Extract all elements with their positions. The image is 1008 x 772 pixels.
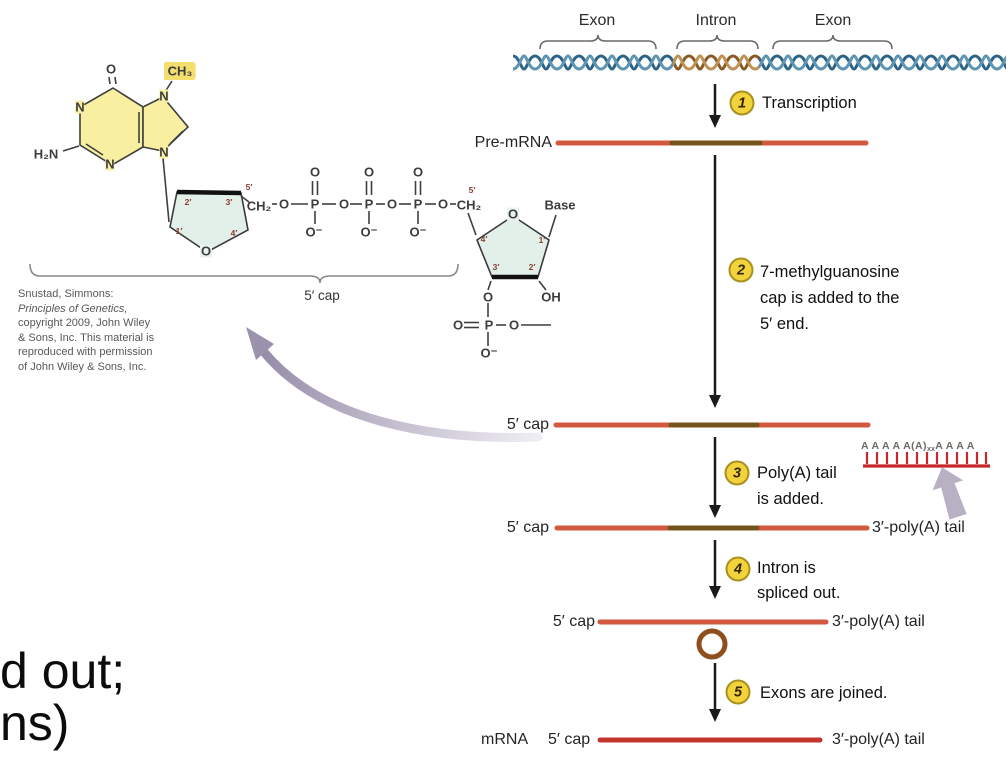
label-pre-mrna: Pre-mRNA (474, 134, 552, 151)
label-5cap-4: 5′ cap (548, 731, 591, 748)
step-2-text: 7-methylguanosine cap is added to the 5′… (760, 259, 899, 337)
label-2prime-sugar1: 2′ (184, 196, 192, 207)
label-4prime-sugar2: 4′ (480, 233, 488, 244)
step-4-badge: 4 (725, 556, 751, 582)
atom-p-beta-o: O (363, 164, 375, 180)
gene-braces (539, 34, 893, 50)
step-5-line: Exons are joined. (760, 684, 888, 702)
label-4prime-sugar1: 4′ (230, 227, 238, 238)
atom-ring-o-sugar1: O (199, 243, 213, 259)
polya-seq-subscript: xx (926, 444, 936, 453)
credit-line: reproduced with permission (18, 346, 153, 359)
step-5-badge: 5 (725, 679, 751, 705)
atom-ch2-sugar1: CH₂ (246, 198, 272, 214)
polya-graphic (863, 452, 990, 520)
credit-line-book-title: Principles of Genetics, (18, 302, 128, 315)
label-3polya-1: 3′-poly(A) tail (872, 519, 965, 536)
label-3prime-sugar1: 3′ (225, 196, 233, 207)
atom-p-gamma: P (413, 196, 423, 212)
atom-p-gamma-o-minus: O⁻ (409, 224, 427, 240)
step-4-line: Intron is (757, 559, 816, 577)
label-2prime-sugar2: 2′ (528, 261, 536, 272)
label-exon-2: Exon (814, 12, 852, 29)
atom-p-alpha-o: O (309, 164, 321, 180)
atom-bridge-o-2: O (338, 196, 350, 212)
atom-bridge-o-1: O (278, 196, 290, 212)
slide-text-fragment-1: d out; (0, 643, 126, 699)
atom-p-delta-o-minus: O⁻ (480, 345, 498, 361)
atom-n7: N (159, 88, 169, 104)
label-5cap-3: 5′ cap (552, 613, 595, 630)
polya-sequence: A A A A A(A)xxA A A A (861, 440, 975, 453)
atom-methyl-ch3: CH₃ (164, 63, 196, 79)
atom-p-beta-o-minus: O⁻ (360, 224, 378, 240)
step-3-line: Poly(A) tail (757, 464, 837, 482)
step-4-line: spliced out. (757, 584, 841, 602)
label-1prime-sugar1: 1′ (175, 225, 183, 236)
atom-p-beta: P (364, 196, 374, 212)
credit-line: of John Wiley & Sons, Inc. (18, 360, 147, 373)
atom-ring-o-sugar2: O (506, 206, 520, 222)
label-3prime-sugar2: 3′ (492, 261, 500, 272)
atom-3prime-o: O (482, 289, 494, 305)
step-1-badge: 1 (729, 90, 755, 116)
dna-helix (513, 51, 1006, 74)
label-5cap-structure: 5′ cap (304, 288, 340, 303)
step-3-text: Poly(A) tail is added. (757, 460, 837, 512)
cap-brace (29, 263, 459, 284)
atom-p-alpha: P (310, 196, 320, 212)
step-2-line: 5′ end. (760, 315, 809, 333)
step-1-text: Transcription (762, 91, 857, 116)
cap-callout-arrow (246, 327, 543, 442)
credit-line: Snustad, Simmons: (18, 288, 114, 300)
label-mrna: mRNA (481, 731, 529, 748)
process-arrowheads (709, 115, 721, 722)
credit-line: copyright 2009, John Wiley (18, 317, 151, 330)
label-1prime-sugar2: 1′ (538, 234, 546, 245)
step-3-line: is added. (757, 490, 824, 508)
step-5-text: Exons are joined. (760, 681, 888, 706)
atom-n1: N (75, 99, 85, 115)
atom-p-delta: P (484, 317, 494, 333)
step-4-text: Intron is spliced out. (757, 556, 840, 606)
atom-amino-h2n: H₂N (33, 146, 59, 162)
label-3polya-3: 3′-poly(A) tail (832, 731, 925, 748)
label-5prime-sugar1: 5′ (245, 181, 253, 192)
atom-p-gamma-o: O (412, 164, 424, 180)
label-5prime-sugar2: 5′ (468, 184, 476, 195)
rna-lines (553, 140, 871, 743)
step-2-line: cap is added to the (760, 289, 900, 307)
copyright-credit: Snustad, Simmons: Principles of Genetics… (18, 287, 218, 375)
label-base: Base (544, 197, 576, 213)
step-2-badge: 2 (728, 257, 754, 283)
polya-up-arrow (932, 467, 967, 520)
label-exon-1: Exon (578, 12, 616, 29)
atom-p-delta-o: O (508, 317, 520, 333)
atom-n9: N (159, 144, 169, 160)
intron-lariat (696, 628, 728, 660)
atom-p-delta-oeq: O (452, 317, 464, 333)
credit-line: & Sons, Inc. This material is (18, 331, 155, 344)
label-intron: Intron (695, 12, 737, 29)
step-3-badge: 3 (724, 460, 750, 486)
atom-carbonyl-o: O (105, 61, 117, 77)
atom-bridge-o-4: O (437, 196, 449, 212)
atom-ch2-sugar2: CH₂ (456, 197, 482, 213)
label-5cap-2: 5′ cap (506, 519, 549, 536)
step-2-line: 7-methylguanosine (760, 263, 900, 281)
label-3polya-2: 3′-poly(A) tail (832, 613, 925, 630)
slide-text-fragment-2: ns) (0, 695, 70, 751)
atom-n3: N (105, 156, 115, 172)
label-5cap-1: 5′ cap (506, 416, 549, 433)
atom-bridge-o-3: O (386, 196, 398, 212)
step-1-line: Transcription (762, 94, 857, 112)
atom-2prime-oh: OH (541, 289, 561, 305)
atom-p-alpha-o-minus: O⁻ (305, 224, 323, 240)
polya-seq-pre: A A A A A(A) (861, 440, 927, 452)
polya-seq-post: A A A A (935, 440, 975, 452)
